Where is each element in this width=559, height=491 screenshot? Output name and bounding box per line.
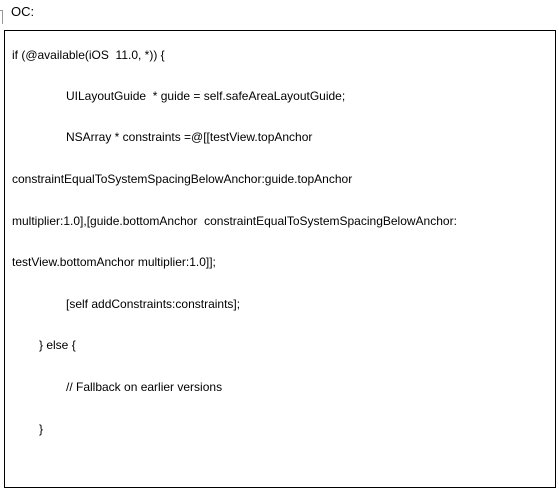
code-block: if (@available(iOS 11.0, *)) { UILayoutG… (4, 30, 556, 488)
code-line-3: NSArray * constraints =@[[testView.topAn… (66, 130, 313, 144)
section-heading: OC: (11, 4, 35, 19)
code-line-4: constraintEqualToSystemSpacingBelowAncho… (12, 172, 353, 186)
code-line-5: multiplier:1.0],[guide.bottomAnchor cons… (12, 214, 457, 228)
code-line-6: testView.bottomAnchor multiplier:1.0]]; (12, 255, 216, 269)
code-line-2: UILayoutGuide * guide = self.safeAreaLay… (66, 89, 346, 103)
code-line-1: if (@available(iOS 11.0, *)) { (12, 48, 165, 62)
code-line-10: } (39, 422, 44, 436)
code-line-8: } else { (39, 338, 76, 352)
code-line-7: [self addConstraints:constraints]; (66, 297, 241, 311)
page-corner-marker (0, 10, 3, 24)
code-line-9: // Fallback on earlier versions (66, 380, 223, 394)
